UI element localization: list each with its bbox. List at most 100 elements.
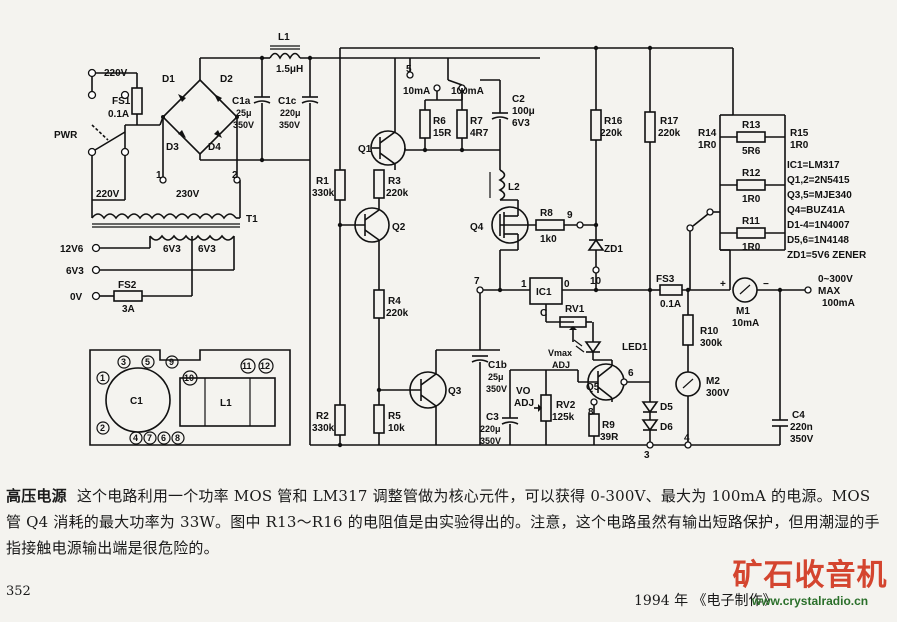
fs2-label: FS2: [118, 280, 137, 291]
mosfet-stage: L2 Q4 R8 1k0 9: [470, 169, 596, 290]
c1b-label: C1b: [488, 360, 507, 371]
r6-value: 15R: [433, 128, 452, 139]
c3-voltage: 350V: [480, 436, 501, 446]
node-5-label: 5: [406, 64, 412, 75]
l1-label: L1: [278, 32, 290, 43]
current-range-section: 5 10mA 100mA R6 15R R7 4R7 C2 100μ 6V3: [403, 58, 535, 170]
layout-pin: 4: [133, 433, 138, 443]
r10-value: 300k: [700, 338, 723, 349]
r15-value: 1R0: [790, 140, 809, 151]
r12-value: 1R0: [742, 194, 761, 205]
feedback-caps: C1b 25μ 350V C3 220μ 350V VO ADJ RV2 125…: [471, 293, 579, 446]
c1a-voltage: 350V: [233, 120, 254, 130]
zd1-label: ZD1: [604, 244, 623, 255]
r1-value: 330k: [312, 188, 335, 199]
primary-220v-label: 220V: [96, 189, 120, 200]
c3-label: C3: [486, 412, 499, 423]
r11-label: R11: [742, 216, 760, 227]
r17-label: R17: [660, 116, 679, 127]
m1-label: M1: [736, 306, 750, 317]
r11-value: 1R0: [742, 242, 761, 253]
r1-label: R1: [316, 176, 329, 187]
r9-value: 39R: [600, 432, 619, 443]
mains-input: 220V FS1 0.1A PWR 220V: [54, 68, 160, 201]
range-10ma-label: 10mA: [403, 86, 430, 97]
r5-value: 10k: [388, 423, 405, 434]
control-transistors: R1 330k R2 330k Q1 R3 220k Q2 R4 220k: [312, 58, 500, 448]
c4-voltage: 350V: [790, 434, 814, 445]
fs3-label: FS3: [656, 274, 675, 285]
ic1-label: IC1: [536, 287, 552, 298]
node-9-label: 9: [567, 210, 573, 221]
c4-label: C4: [792, 410, 805, 421]
node-2-label: 2: [232, 170, 238, 181]
c1c-voltage: 350V: [279, 120, 300, 130]
c4-value: 220n: [790, 422, 813, 433]
output-6v3-label: 6V3: [66, 266, 84, 277]
rv2-label: RV2: [556, 400, 576, 411]
layout-pin: 2: [100, 423, 105, 433]
c3-value: 220μ: [480, 424, 501, 434]
r2-value: 330k: [312, 423, 335, 434]
layout-pin: 1: [100, 373, 105, 383]
legend-item: ZD1=5V6 ZENER: [787, 250, 867, 261]
primary-230v-label: 230V: [176, 189, 200, 200]
output-12v6-label: 12V6: [60, 244, 84, 255]
layout-c1-label: C1: [130, 396, 143, 407]
node-6-label: 6: [628, 368, 634, 379]
layout-pin: 10: [184, 373, 194, 383]
layout-pin: 11: [242, 361, 252, 371]
d2-label: D2: [220, 74, 233, 85]
r14-value: 1R0: [698, 140, 717, 151]
m2-value: 300V: [706, 388, 730, 399]
r16-label: R16: [604, 116, 623, 127]
l2-label: L2: [508, 182, 520, 193]
c2-label: C2: [512, 94, 525, 105]
layout-pin: 3: [121, 357, 126, 367]
legend-item: D1-4=1N4007: [787, 220, 850, 231]
watermark-name: 矿石收音机: [732, 558, 888, 593]
rv2-adj-label: ADJ: [514, 398, 534, 409]
q4-label: Q4: [470, 222, 484, 233]
r13-value: 5R6: [742, 146, 761, 157]
output-section: FS3 0.1A + − M1 10mA 0~300V MAX 100mA R1…: [650, 274, 855, 445]
node-4-label: 4: [684, 433, 690, 444]
r16-value: 220k: [600, 128, 623, 139]
node-1-label: 1: [156, 170, 162, 181]
d5-label: D5: [660, 402, 673, 413]
shunt-resistors: R14 1R0 R13 5R6 R15 1R0 R12 1R0 R11 1R0: [686, 48, 809, 290]
figure-caption: 高压电源这个电路利用一个功率 MOS 管和 LM317 调整管做为核心元件，可以…: [6, 483, 886, 561]
ic1-pin-in: 1: [521, 279, 527, 290]
pwr-switch-label: PWR: [54, 130, 78, 141]
caption-title: 高压电源: [6, 487, 67, 505]
m2-label: M2: [706, 376, 720, 387]
r4-value: 220k: [386, 308, 409, 319]
mains-220v-label: 220V: [104, 68, 128, 79]
c1c-label: C1c: [278, 96, 297, 107]
fs1-label: FS1: [112, 96, 131, 107]
c1a-label: C1a: [232, 96, 251, 107]
input-filter: L1 1.5μH C1a 25μ 350V C1c 220μ 350V: [232, 32, 340, 163]
ic1-pin-out: 0: [564, 279, 570, 290]
rv2-value: 125k: [552, 412, 575, 423]
vmax-label: Vmax: [548, 348, 572, 358]
r15-label: R15: [790, 128, 809, 139]
m1-minus: −: [763, 279, 769, 290]
q3-label: Q3: [448, 386, 462, 397]
layout-l1-label: L1: [220, 398, 232, 409]
c2-value: 100μ: [512, 106, 535, 117]
page-number: 352: [6, 584, 31, 599]
r7-value: 4R7: [470, 128, 489, 139]
r13-label: R13: [742, 120, 761, 131]
r14-label: R14: [698, 128, 717, 139]
d6-label: D6: [660, 422, 673, 433]
regulator-section: 7 IC1 1 0 C RV1 Vmax ADJ LED1: [474, 273, 692, 461]
m1-value: 10mA: [732, 318, 759, 329]
r8-label: R8: [540, 208, 553, 219]
legend-item: Q3,5=MJE340: [787, 190, 852, 201]
legend-item: D5,6=1N4148: [787, 235, 849, 246]
t1-label: T1: [246, 214, 258, 225]
r4-label: R4: [388, 296, 401, 307]
hv-rails: [309, 47, 780, 446]
led1-label: LED1: [622, 342, 648, 353]
